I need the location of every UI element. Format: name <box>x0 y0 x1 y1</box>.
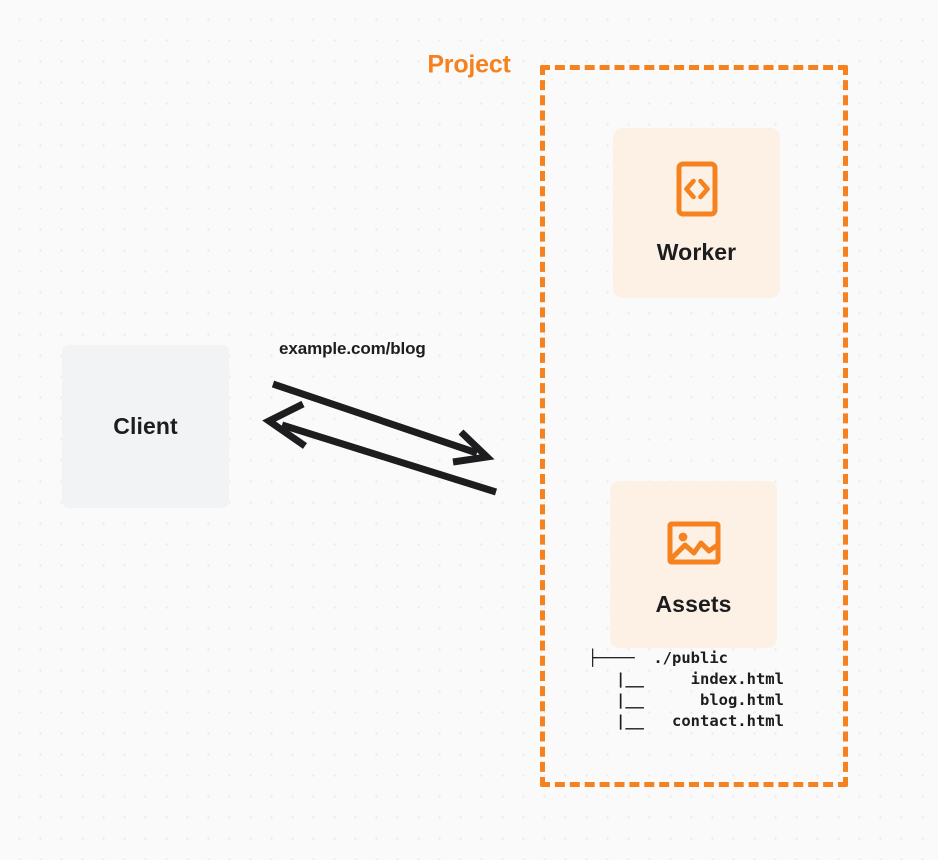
request-url-label: example.com/blog <box>279 339 426 358</box>
worker-node-label: Worker <box>656 239 737 265</box>
code-brackets-icon <box>676 161 717 217</box>
response-arrow <box>262 400 498 496</box>
worker-node[interactable]: Worker <box>613 128 780 298</box>
assets-file-tree: ├──── ./public |__ index.html |__ blog.h… <box>588 649 784 730</box>
assets-node-label: Assets <box>655 590 732 617</box>
client-node[interactable]: Client <box>62 345 229 508</box>
client-node-label: Client <box>113 413 178 439</box>
project-group-title: Project <box>420 50 518 80</box>
request-arrow <box>271 380 495 466</box>
assets-node[interactable]: Assets <box>610 481 777 648</box>
project-group-boundary <box>540 65 848 787</box>
image-picture-icon <box>667 521 720 564</box>
